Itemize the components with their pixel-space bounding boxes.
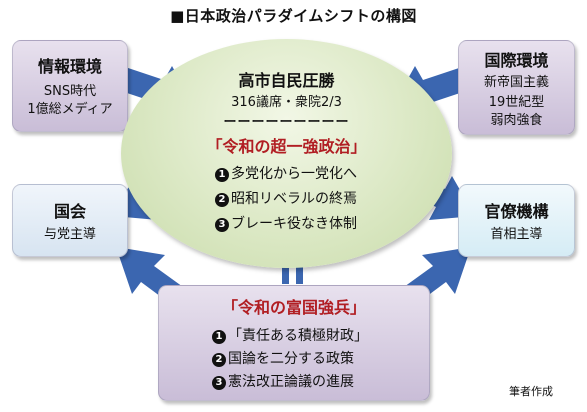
center-item-3-text: ブレーキ役なき体制	[231, 216, 357, 232]
bottom-item-3-text: 憲法改正論議の進展	[228, 374, 354, 390]
intl-env-line-3: 弱肉強食	[490, 113, 543, 128]
center-item-1-text: 多党化から一党化へ	[231, 166, 357, 182]
center-ellipse: 高市自民圧勝 316議席・衆院2/3 ーーーーーーーーー 「令和の超一強政治」	[121, 39, 452, 268]
bureaucracy-heading: 官僚機構	[484, 202, 549, 221]
center-theme: 「令和の超一強政治」	[206, 137, 367, 156]
bottom-item-1-text: 「責任ある積極財政」	[228, 328, 368, 344]
bottom-theme: 「令和の富国強兵」	[221, 298, 366, 317]
number-3-icon: 3	[212, 376, 226, 390]
intl-env-line-2: 19世紀型	[488, 95, 545, 110]
bureaucracy-line-1: 首相主導	[490, 227, 543, 242]
number-2-icon: 2	[212, 353, 226, 367]
number-1-icon: 1	[215, 168, 229, 182]
number-2-icon: 2	[215, 193, 229, 207]
bureaucracy-box: 官僚機構 首相主導	[458, 184, 575, 257]
credit-note: 筆者作成	[509, 385, 553, 398]
intl-env-box: 国際環境 新帝国主義 19世紀型 弱肉強食	[458, 40, 575, 135]
diet-line-1: 与党主導	[43, 227, 96, 242]
bottom-item-2-text: 国論を二分する政策	[228, 351, 354, 367]
intl-env-line-1: 新帝国主義	[483, 75, 549, 90]
center-item-2-text: 昭和リベラルの終焉	[231, 191, 357, 207]
center-divider: ーーーーーーーーー	[223, 115, 350, 130]
figure-title: ■日本政治パラダイムシフトの構図	[170, 7, 417, 25]
bottom-box: 「令和の富国強兵」	[158, 285, 430, 401]
info-env-box: 情報環境 SNS時代 1億総メディア	[12, 40, 128, 132]
info-env-line-1: SNS時代	[43, 84, 97, 99]
equals-connector	[282, 262, 303, 284]
number-1-icon: 1	[212, 330, 226, 344]
bottom-item-1: 1「責任ある積極財政」	[212, 325, 368, 345]
info-env-line-2: 1億総メディア	[27, 102, 113, 117]
center-name: 高市自民圧勝	[238, 71, 335, 90]
center-subtitle: 316議席・衆院2/3	[231, 95, 342, 110]
number-3-icon: 3	[215, 218, 229, 232]
info-env-heading: 情報環境	[37, 57, 102, 76]
intl-env-heading: 国際環境	[484, 51, 549, 70]
diet-box: 国会 与党主導	[12, 184, 128, 257]
diet-heading: 国会	[53, 202, 86, 221]
